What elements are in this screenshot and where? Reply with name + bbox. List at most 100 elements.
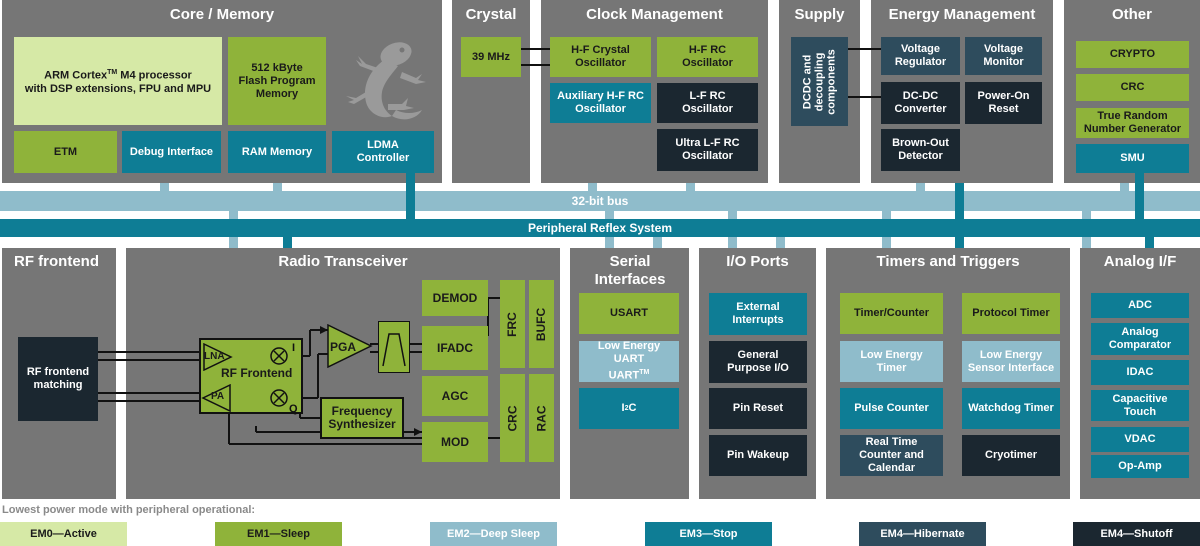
le-sensor-interface-block: Low Energy Sensor Interface	[962, 341, 1060, 382]
crystal-wire	[521, 48, 556, 50]
pin-reset-block: Pin Reset	[709, 388, 807, 429]
prs-connector	[1145, 237, 1154, 248]
prs-connector	[1135, 173, 1144, 219]
bufc-label: BUFC	[534, 307, 549, 341]
mixer-q-icon	[270, 389, 288, 407]
supply-wire	[848, 96, 881, 98]
capacitive-touch-block: Capacitive Touch	[1091, 390, 1189, 421]
dcdc-decoupling-label: DCDC and decoupling components	[801, 48, 838, 115]
pin-wakeup-block: Pin Wakeup	[709, 435, 807, 476]
bufc-block: BUFC	[529, 280, 554, 368]
bus-connector	[916, 183, 925, 191]
supply-wire	[848, 48, 881, 50]
bus-connector	[588, 183, 597, 191]
panel-title: I/O Ports	[726, 253, 789, 270]
i2c-superscript: 2	[624, 405, 629, 412]
prs-connector	[406, 173, 415, 219]
bus-connector	[728, 237, 737, 248]
panel-title: Clock Management	[586, 6, 723, 23]
bus-connector	[728, 211, 737, 219]
hf-rc-oscillator-block: H-F RC Oscillator	[657, 37, 758, 77]
panel-title: Core / Memory	[169, 6, 275, 23]
legend-em0: EM0—Active	[0, 522, 127, 546]
crc-radio-block: CRC	[500, 374, 525, 462]
prs-label: Peripheral Reflex System	[527, 221, 673, 235]
i-channel-label: I	[292, 342, 296, 354]
bus-connector	[605, 211, 614, 219]
brown-out-detector-block: Brown-Out Detector	[881, 129, 960, 171]
gpio-block: General Purpose I/O	[709, 341, 807, 383]
bus-connector	[686, 183, 695, 191]
opamp-block: Op-Amp	[1091, 455, 1189, 478]
frc-label: FRC	[504, 311, 519, 337]
bus-connector	[160, 183, 169, 191]
rf-frontend-matching-block: RF frontend matching	[18, 337, 98, 421]
q-channel-label: Q	[289, 403, 298, 415]
panel-title: Timers and Triggers	[876, 253, 1020, 270]
agc-block: AGC	[422, 376, 488, 416]
mixer-i-icon	[270, 347, 288, 365]
lna-amplifier-icon	[203, 343, 233, 371]
bus-connector	[882, 237, 891, 248]
le-timer-block: Low Energy Timer	[840, 341, 943, 382]
bandpass-filter-block	[378, 321, 410, 373]
aux-hf-rc-oscillator-block: Auxiliary H-F RC Oscillator	[550, 83, 651, 123]
hf-crystal-oscillator-block: H-F Crystal Oscillator	[550, 37, 651, 77]
bus-connector	[882, 211, 891, 219]
legend-em3: EM3—Stop	[645, 522, 772, 546]
legend-caption: Lowest power mode with peripheral operat…	[2, 504, 256, 516]
idac-block: IDAC	[1091, 360, 1189, 385]
bus-connector	[653, 237, 662, 248]
pulse-counter-block: Pulse Counter	[840, 388, 943, 429]
frc-block: FRC	[500, 280, 525, 368]
cpu-name-suffix: M4 processor	[117, 69, 192, 82]
rtcc-block: Real Time Counter and Calendar	[840, 435, 943, 476]
lf-rc-oscillator-block: L-F RC Oscillator	[657, 83, 758, 123]
timer-counter-block: Timer/Counter	[840, 293, 943, 334]
gecko-logo-icon	[346, 42, 426, 120]
panel-title: Analog I/F	[1103, 253, 1177, 270]
crystal-wire	[521, 64, 556, 66]
rac-label: RAC	[534, 405, 548, 431]
pga-amplifier-icon	[327, 324, 373, 368]
legend-em2: EM2—Deep Sleep	[430, 522, 557, 546]
prs-connector	[955, 183, 964, 219]
mod-block: MOD	[422, 422, 488, 462]
trademark-mark: TM	[107, 69, 118, 77]
prs-connector	[955, 237, 964, 248]
i2c-label: I	[621, 402, 625, 414]
leuart-block: Low Energy UART UARTTM	[579, 340, 679, 382]
cpu-block: ARM CortexTM M4 processor with DSP exten…	[14, 37, 222, 125]
rf-frontend-label: RF Frontend	[220, 366, 294, 380]
bus-connector	[1082, 237, 1091, 248]
watchdog-timer-block: Watchdog Timer	[962, 388, 1060, 429]
protocol-timer-block: Protocol Timer	[962, 293, 1060, 334]
ram-memory-block: RAM Memory	[228, 131, 326, 173]
pa-amplifier-icon	[201, 384, 231, 412]
cryotimer-block: Cryotimer	[962, 435, 1060, 476]
smu-block: SMU	[1076, 144, 1189, 173]
panel-title: Supply	[794, 6, 845, 23]
crystal-panel: Crystal	[452, 0, 530, 183]
crystal-39mhz-block: 39 MHz	[461, 37, 521, 77]
bus-connector	[1120, 183, 1129, 191]
crypto-block: CRYPTO	[1076, 41, 1189, 68]
ultra-lf-rc-oscillator-block: Ultra L-F RC Oscillator	[657, 129, 758, 171]
legend-em4-hibernate: EM4—Hibernate	[859, 522, 986, 546]
legend-em4-shutoff: EM4—Shutoff	[1073, 522, 1200, 546]
etm-block: ETM	[14, 131, 117, 173]
pga-label: PGA	[330, 340, 357, 354]
panel-title: Other	[1111, 6, 1152, 23]
panel-title: Energy Management	[888, 6, 1036, 23]
bus-connector	[605, 237, 614, 248]
analog-comparator-block: Analog Comparator	[1091, 323, 1189, 355]
dcdc-decoupling-block: DCDC and decoupling components	[791, 37, 848, 126]
voltage-monitor-block: Voltage Monitor	[965, 37, 1042, 75]
bus-connector	[1082, 211, 1091, 219]
prs-connector	[283, 237, 292, 248]
ifadc-block: IFADC	[422, 326, 488, 370]
ldma-controller-block: LDMA Controller	[332, 131, 434, 173]
bus-connector	[776, 237, 785, 248]
debug-interface-block: Debug Interface	[122, 131, 221, 173]
